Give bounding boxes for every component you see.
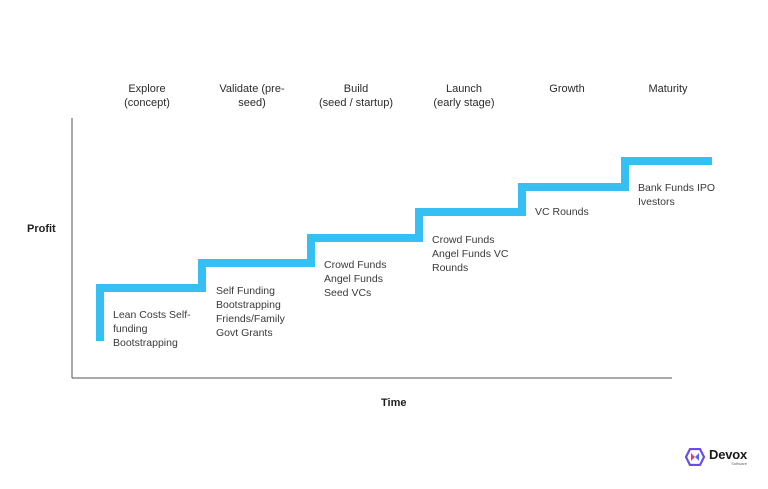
logo-name: Devox (709, 447, 748, 462)
funding-growth: VC Rounds (535, 206, 589, 218)
stage-title-build: Build (seed / startup) (319, 83, 393, 109)
y-axis-label: Profit (27, 223, 56, 235)
funding-maturity: Bank Funds IPO Ivestors (638, 182, 716, 208)
stage-title-launch: Launch (early stage) (433, 83, 495, 109)
stage-title-growth: Growth (549, 83, 585, 95)
stage-title-maturity: Maturity (648, 83, 688, 95)
x-axis-label: Time (381, 397, 407, 409)
funding-build: Crowd Funds Angel Funds Seed VCs (324, 259, 387, 299)
funding-validate: Self Funding Bootstrapping Friends/Famil… (216, 285, 285, 339)
devox-logo-icon (685, 448, 705, 466)
brand-logo: Devox Software (685, 448, 747, 466)
funding-explore: Lean Costs Self- funding Bootstrapping (113, 309, 191, 349)
logo-subtitle: Software (731, 461, 748, 466)
funding-launch: Crowd Funds Angel Funds VC Rounds (432, 234, 509, 274)
stage-title-explore: Explore (concept) (124, 83, 170, 109)
growth-staircase (96, 157, 712, 341)
stage-title-validate: Validate (pre- seed) (219, 83, 285, 109)
